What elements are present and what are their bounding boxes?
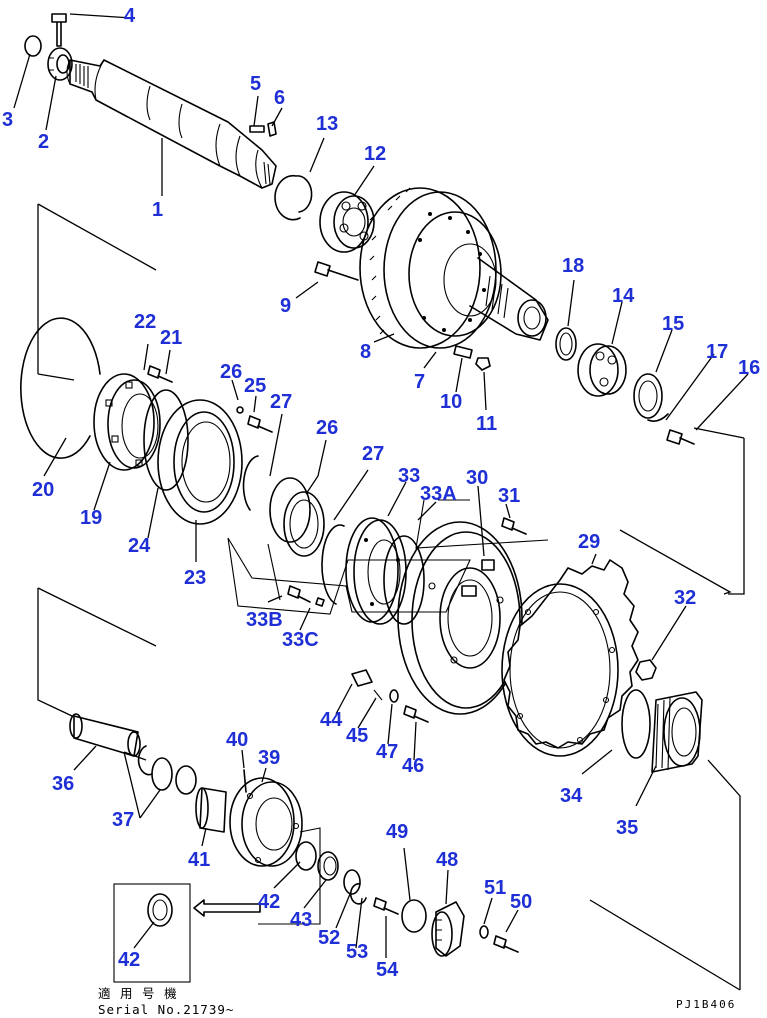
callout-42b: 42 bbox=[118, 949, 140, 971]
callout-39: 39 bbox=[258, 747, 280, 769]
callout-14: 14 bbox=[612, 285, 635, 307]
seal-assembly bbox=[20, 317, 549, 715]
callout-2: 2 bbox=[38, 131, 49, 153]
callout-33c: 33C bbox=[282, 629, 319, 651]
callout-51: 47 bbox=[376, 741, 398, 763]
inset-box bbox=[113, 883, 261, 983]
callout-16: 16 bbox=[738, 357, 760, 379]
sprocket-assembly bbox=[501, 559, 703, 773]
callout-27: 26 bbox=[316, 417, 338, 439]
callout-33a: 33A bbox=[420, 483, 457, 505]
callout-17: 17 bbox=[706, 341, 728, 363]
callout-8: 8 bbox=[360, 341, 371, 363]
notes: 適 用 号 機 Serial No.21739~ PJ1B406 bbox=[98, 986, 736, 1017]
callout-28a: 27 bbox=[270, 391, 292, 413]
callout-50: 46 bbox=[402, 755, 424, 777]
callout-10: 10 bbox=[440, 391, 462, 413]
callout-49: 45 bbox=[346, 725, 368, 747]
callout-52: 52 bbox=[318, 927, 340, 949]
callout-1: 1 bbox=[152, 199, 163, 221]
callout-31: 31 bbox=[498, 485, 520, 507]
callout-43: 43 bbox=[290, 909, 312, 931]
callout-41: 40 bbox=[226, 729, 248, 751]
callout-5: 5 bbox=[250, 73, 261, 95]
callout-30: 30 bbox=[466, 467, 488, 489]
callout-33: 33 bbox=[398, 465, 420, 487]
hub-assembly bbox=[314, 187, 695, 445]
callout-29: 29 bbox=[578, 531, 600, 553]
callout-35: 35 bbox=[616, 817, 638, 839]
callout-15: 15 bbox=[662, 313, 684, 335]
callout-25: 25 bbox=[244, 375, 266, 397]
serial-note-number: Serial No.21739~ bbox=[98, 1002, 234, 1017]
callout-42a: 42 bbox=[258, 891, 280, 913]
lower-assembly bbox=[69, 669, 519, 957]
callout-18: 18 bbox=[562, 255, 584, 277]
callout-37: 37 bbox=[112, 809, 134, 831]
callout-33b: 33B bbox=[246, 609, 283, 631]
callout-46: 50 bbox=[510, 891, 532, 913]
callout-19: 19 bbox=[80, 507, 102, 529]
callout-32: 32 bbox=[674, 587, 696, 609]
callout-9: 9 bbox=[280, 295, 291, 317]
callout-24: 24 bbox=[128, 535, 151, 557]
callout-13: 13 bbox=[316, 113, 338, 135]
callout-6: 6 bbox=[274, 87, 285, 109]
callout-labels: 4 3 2 1 5 6 13 12 9 8 7 10 11 18 14 15 1… bbox=[2, 5, 760, 981]
drawing-code: PJ1B406 bbox=[676, 998, 736, 1011]
callout-28b: 27 bbox=[362, 443, 384, 465]
callout-12: 12 bbox=[364, 143, 386, 165]
callout-53: 53 bbox=[346, 941, 368, 963]
callout-47: 51 bbox=[484, 877, 506, 899]
leader-lines bbox=[13, 13, 749, 991]
callout-7: 7 bbox=[414, 371, 425, 393]
callout-21: 21 bbox=[160, 327, 182, 349]
callout-20: 20 bbox=[32, 479, 54, 501]
callout-54: 54 bbox=[376, 959, 399, 981]
callout-44: 48 bbox=[436, 849, 458, 871]
callout-45: 49 bbox=[386, 821, 408, 843]
callout-22: 22 bbox=[134, 311, 156, 333]
callout-3: 3 bbox=[2, 109, 13, 131]
callout-11: 11 bbox=[476, 413, 497, 435]
callout-48: 44 bbox=[320, 709, 343, 731]
callout-34: 34 bbox=[560, 785, 583, 807]
callout-36: 36 bbox=[52, 773, 74, 795]
callout-26: 26 bbox=[220, 361, 242, 383]
serial-note-title: 適 用 号 機 bbox=[98, 986, 178, 1001]
callout-23: 23 bbox=[184, 567, 206, 589]
shaft-assembly bbox=[24, 13, 313, 221]
callout-40: 41 bbox=[188, 849, 210, 871]
callout-4: 4 bbox=[124, 5, 136, 27]
